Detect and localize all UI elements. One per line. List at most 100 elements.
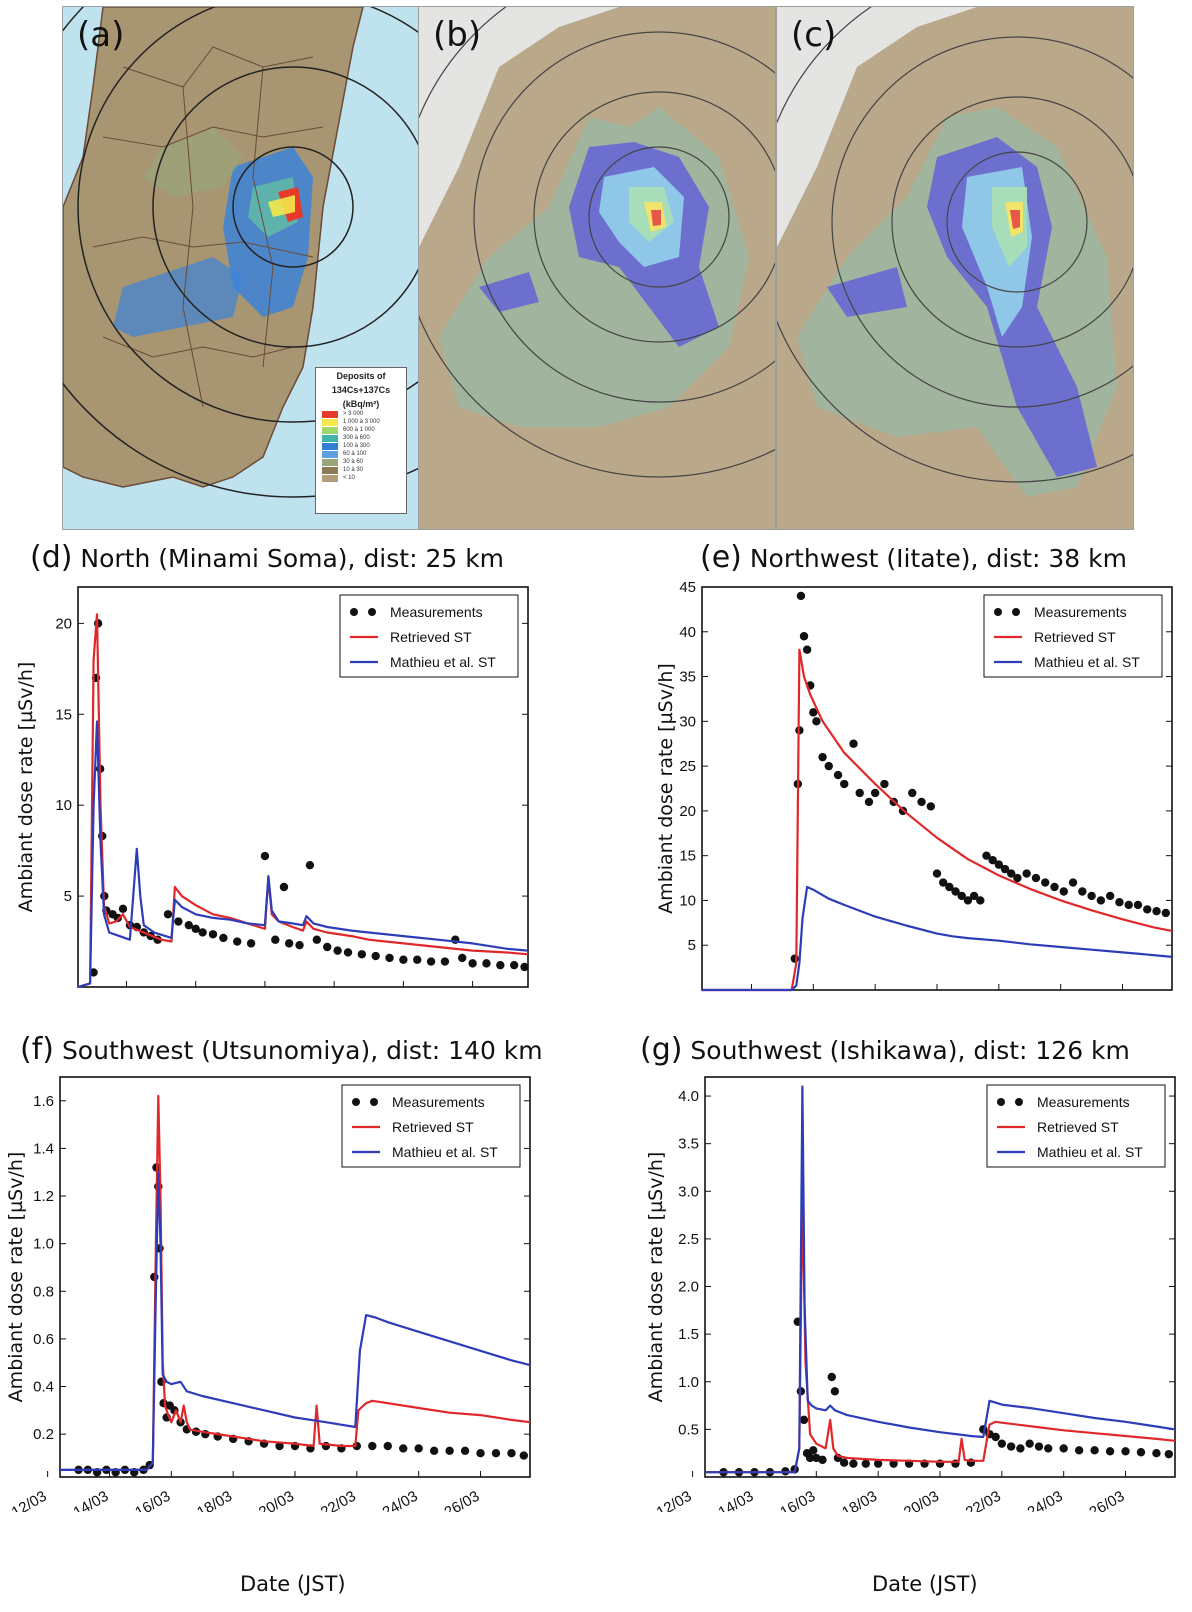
legend-class-label: 60 à 100 [343, 451, 367, 457]
legend-swatch [322, 434, 338, 442]
measurement-point [1068, 878, 1078, 887]
measurement-point [1124, 900, 1133, 910]
x-tick-label: 24/03 [1025, 1488, 1066, 1512]
measurement-point [818, 752, 827, 762]
measurement-point [809, 1446, 818, 1455]
measurement-point [399, 955, 408, 964]
legend-entry-label: Mathieu et al. ST [392, 1144, 498, 1160]
measurement-point [802, 645, 812, 654]
y-tick-label: 1.5 [678, 1326, 699, 1343]
measurement-point [1136, 1448, 1146, 1457]
x-tick-label: 20/03 [901, 1488, 942, 1512]
x-tick-label: 18/03 [839, 1488, 880, 1512]
measurement-point [855, 788, 864, 798]
measurement-point [889, 1459, 898, 1468]
legend-class-label: 30 à 60 [343, 459, 364, 465]
measurement-point [413, 955, 422, 964]
legend-class-row: > 3 000 [322, 410, 406, 418]
measurement-point [426, 957, 436, 966]
measurement-point [1059, 887, 1068, 896]
map-panel-a: (a) Deposits of 134Cs+137Cs (kBq/m²) > 3… [62, 6, 420, 530]
measurement-point [279, 882, 289, 892]
measurement-point [271, 935, 280, 944]
y-tick-label: 30 [679, 713, 696, 730]
y-tick-label: 25 [679, 758, 696, 775]
y-tick-label: 1.2 [33, 1188, 54, 1205]
measurement-point [1087, 891, 1096, 901]
chart-title-g: (g) Southwest (Ishikawa), dist: 126 km [640, 1032, 1130, 1067]
legend-entry-label: Measurements [392, 1094, 485, 1110]
measurement-point [1133, 900, 1143, 910]
measurement-point [1007, 869, 1016, 878]
measurement-point [1096, 896, 1106, 905]
y-tick-label: 3.5 [678, 1136, 699, 1153]
y-tick-label: 40 [679, 624, 696, 641]
legend-entry-label: Measurements [1037, 1094, 1130, 1110]
y-tick-label: 1.0 [678, 1374, 699, 1391]
x-tick-label: 14/03 [70, 1488, 111, 1512]
measurement-point [839, 1458, 849, 1467]
measurement-point [1074, 1446, 1084, 1455]
measurement-point [840, 779, 849, 789]
y-tick-label: 15 [679, 848, 696, 865]
measurement-point [827, 1372, 836, 1382]
measurement-point [1105, 1447, 1115, 1456]
legend-swatch [322, 474, 338, 482]
measurement-point [496, 960, 505, 970]
y-axis-label: Ambiant dose rate [µSv/h] [645, 1152, 667, 1403]
legend-entry-label: Measurements [1034, 604, 1127, 620]
legend-entry-label: Retrieved ST [1037, 1119, 1119, 1135]
measurement-point [284, 939, 294, 948]
legend-swatch [322, 450, 338, 458]
measurement-point [476, 1448, 485, 1458]
y-tick-label: 1.4 [33, 1140, 54, 1157]
y-axis-label: Ambiant dose rate [µSv/h] [15, 662, 37, 913]
x-tick-label: 26/03 [1087, 1488, 1128, 1512]
legend-class-row: 100 à 300 [322, 442, 406, 450]
measurement-point [932, 869, 942, 878]
map-panel-b: (b) [418, 6, 776, 530]
legend-entry-label: Measurements [390, 604, 483, 620]
measurement-point [830, 1387, 840, 1396]
measurement-point [1152, 1448, 1161, 1458]
measurement-point [951, 887, 960, 896]
series-line-mathieu-et-al-st [705, 1085, 1176, 1474]
legend-title-1: Deposits of [336, 371, 386, 381]
measurement-point [976, 896, 985, 905]
y-tick-label: 1.6 [33, 1093, 54, 1110]
measurement-point [926, 802, 936, 811]
measurement-point [880, 779, 889, 789]
measurement-point [824, 761, 833, 771]
measurement-point [113, 913, 123, 923]
y-tick-label: 5 [688, 937, 696, 954]
chart-title-text-d: North (Minami Soma), dist: 25 km [80, 544, 505, 573]
measurement-point [861, 1459, 870, 1468]
measurement-point [873, 1459, 883, 1468]
legend-class-row: 600 à 1 000 [322, 426, 406, 434]
chart-title-text-g: Southwest (Ishikawa), dist: 126 km [690, 1036, 1130, 1065]
measurement-point [482, 959, 491, 968]
deposition-map-a [63, 7, 419, 529]
measurement-point [864, 797, 874, 807]
y-axis-label: Ambiant dose rate [µSv/h] [5, 1152, 27, 1403]
legend-title-2: 134Cs+137Cs [331, 385, 391, 395]
measurement-point [938, 878, 948, 887]
measurement-point [385, 953, 394, 963]
legend-title-3: (kBq/m²) [342, 399, 380, 409]
measurement-point [295, 940, 304, 950]
measurement-point [1105, 891, 1115, 901]
measurement-point [118, 904, 128, 914]
x-tick-label: 22/03 [963, 1488, 1004, 1512]
simulated-deposition-map-c [777, 7, 1133, 529]
measurement-point [323, 942, 332, 952]
measurement-point [305, 860, 315, 870]
y-tick-label: 35 [679, 669, 696, 686]
y-tick-label: 2.0 [678, 1279, 699, 1296]
measurement-point [1059, 1444, 1068, 1453]
xaxis-label-g: Date (JST) [872, 1572, 978, 1596]
panel-letter-g: (g) [640, 1032, 683, 1067]
measurement-point [1121, 1447, 1130, 1456]
legend-class-label: 300 à 600 [343, 435, 370, 441]
